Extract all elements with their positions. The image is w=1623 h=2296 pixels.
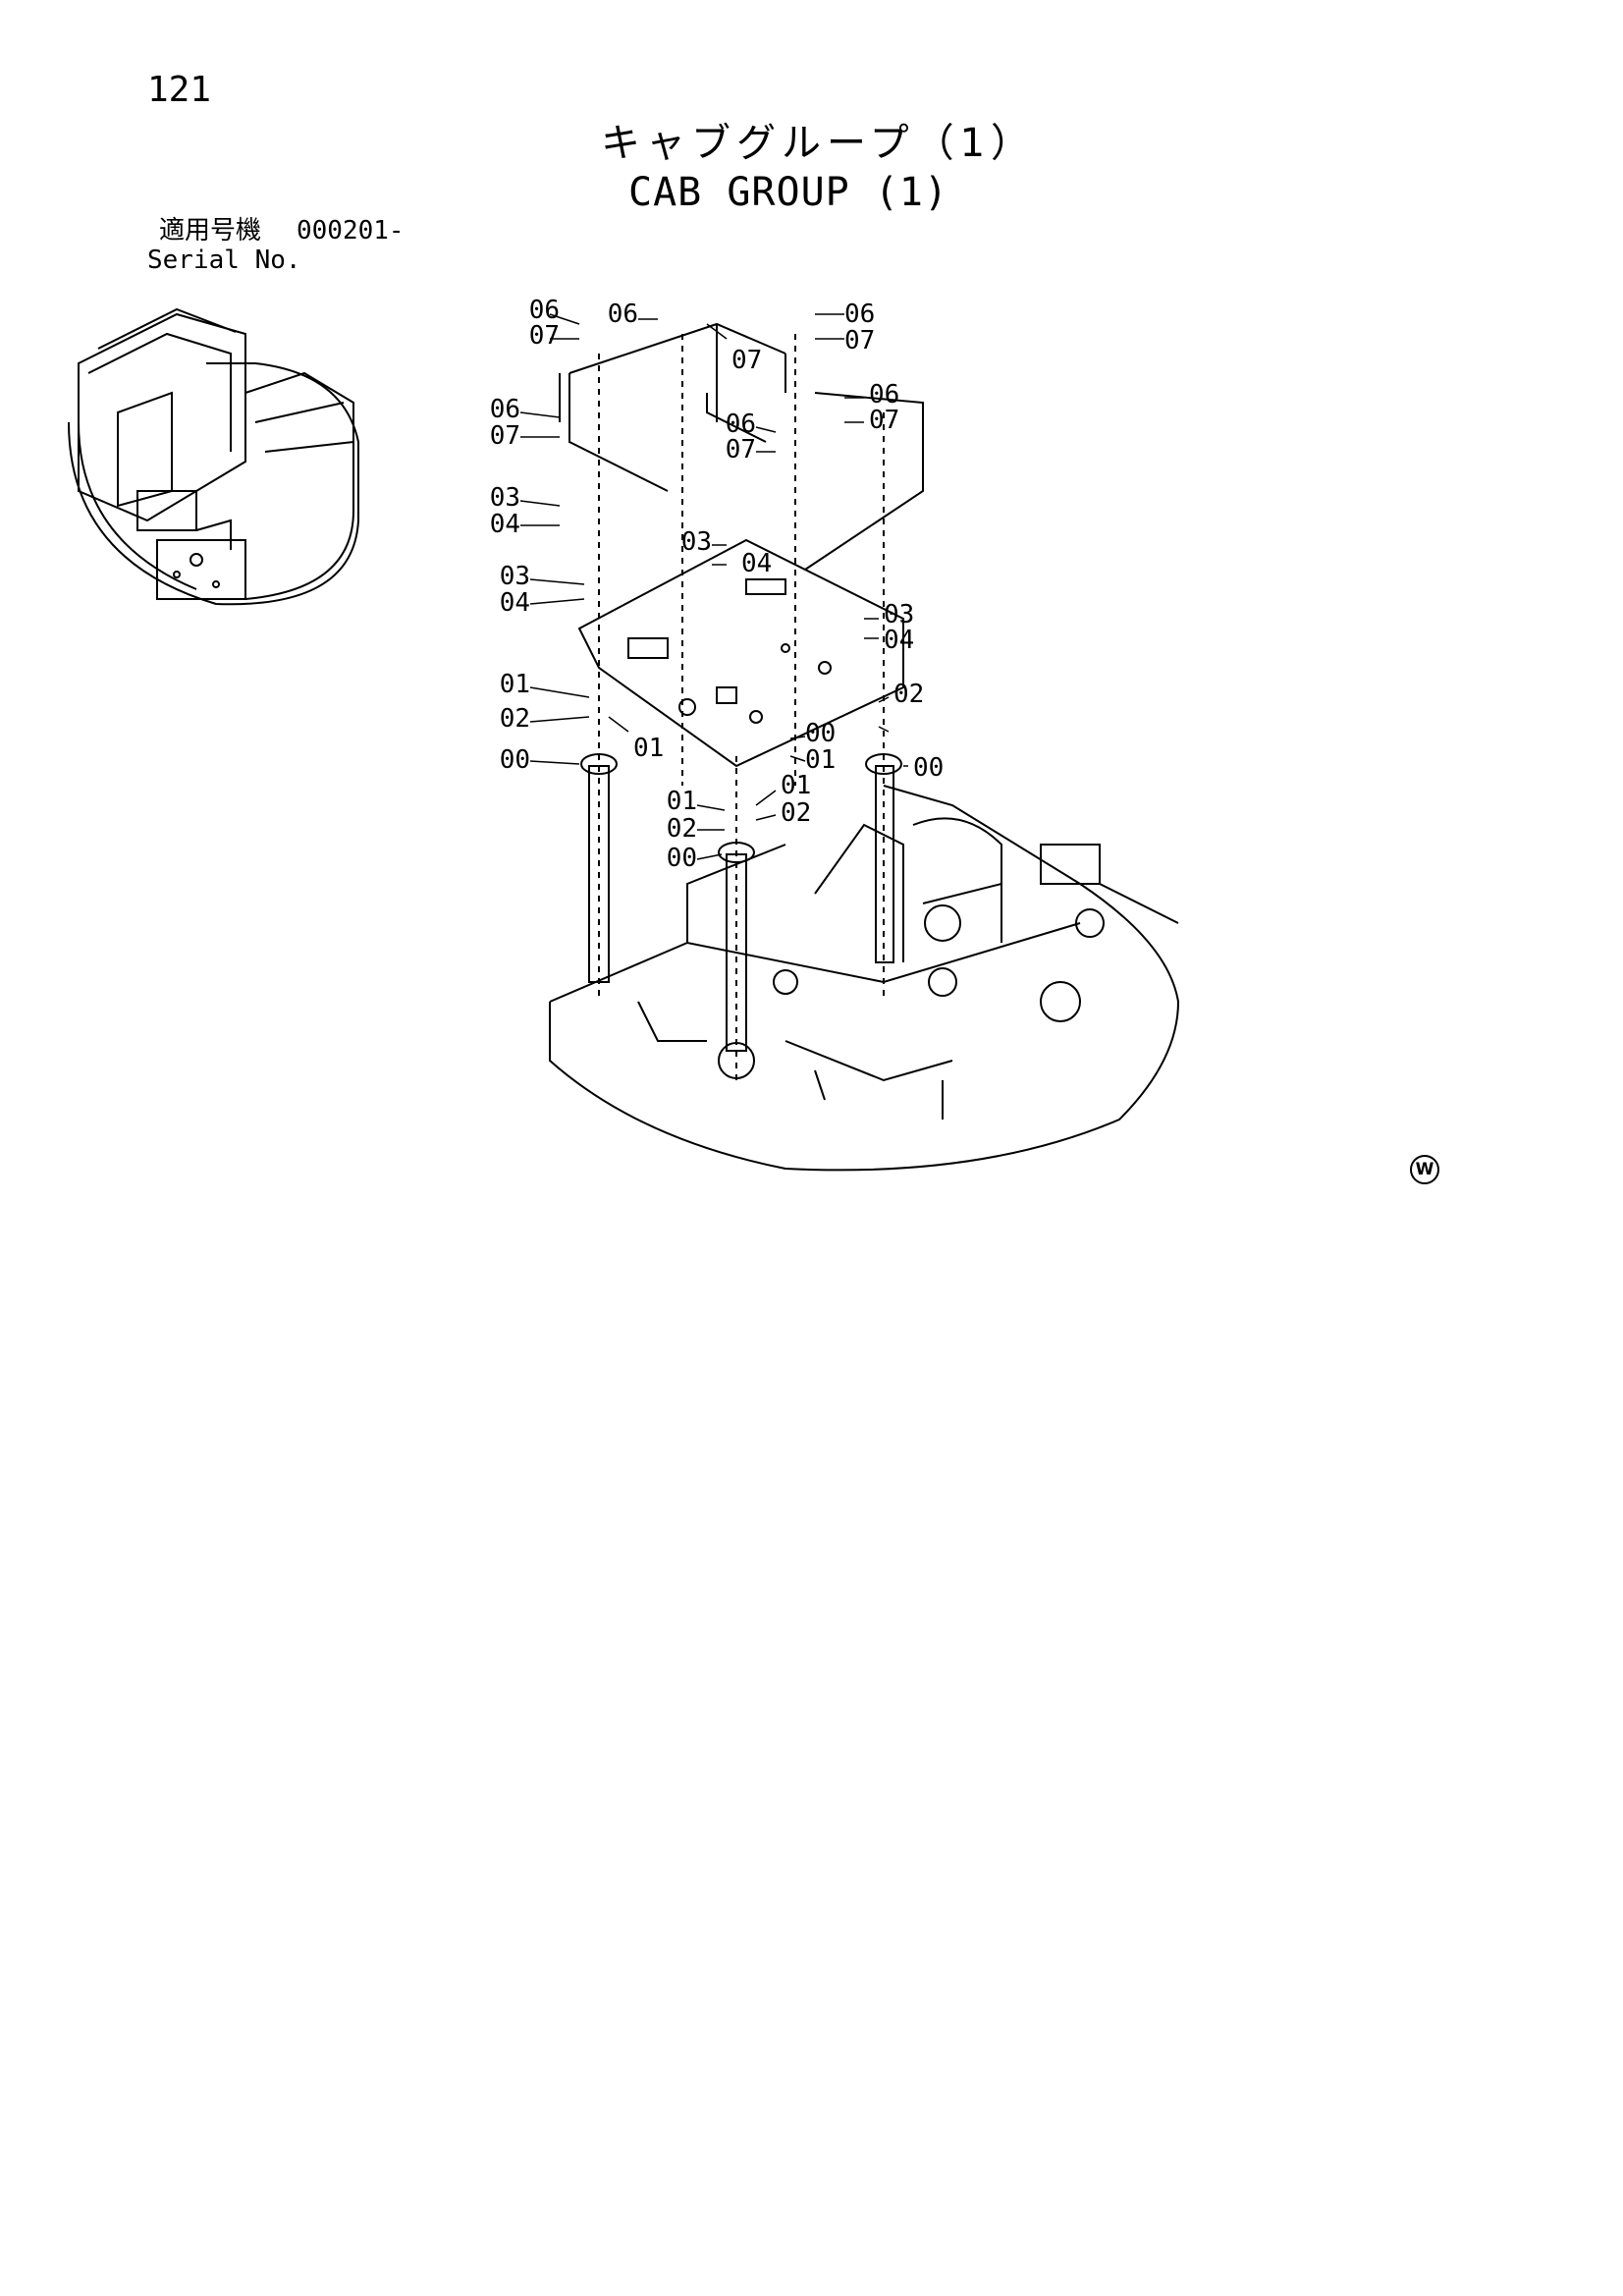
callout-label: 06 xyxy=(844,300,875,329)
callout-label: 07 xyxy=(844,326,875,355)
callout-label: 04 xyxy=(500,588,530,618)
callout-label: 04 xyxy=(491,510,520,539)
callout-label: 00 xyxy=(913,753,944,783)
serial-label-japanese: 適用号機 xyxy=(159,216,262,246)
callout-label: 07 xyxy=(726,435,756,465)
cab-mount-tubes xyxy=(580,753,902,1052)
cab-mount-columns xyxy=(598,334,885,1080)
serial-label-english: Serial No. xyxy=(147,246,301,275)
callout-label: 01 xyxy=(805,745,836,775)
callout-leaders xyxy=(519,313,908,860)
callout-label: 01 xyxy=(633,734,664,763)
callout-label: 02 xyxy=(500,704,530,734)
callout-label: 01 xyxy=(500,670,530,699)
cab-floor-plate xyxy=(577,538,904,768)
callout-label: 00 xyxy=(500,745,530,775)
callout-label: 07 xyxy=(491,421,520,451)
callout-label: 04 xyxy=(741,549,772,578)
page-title-japanese: キャブグループ（1） xyxy=(601,121,1037,166)
callout-label: 03 xyxy=(681,527,712,557)
serial-number-value: 000201- xyxy=(297,216,405,246)
exploded-view-diagram: 06 07 06 07 06 07 06 07 06 07 06 07 03 0… xyxy=(491,296,1180,1172)
callout-label: 00 xyxy=(667,844,697,873)
locator-thumbnail xyxy=(68,307,359,606)
page-number: 121 xyxy=(147,70,212,110)
callout-label: 07 xyxy=(529,321,560,351)
cab-shell-outline xyxy=(559,322,924,571)
callout-label: 06 xyxy=(608,300,638,329)
callout-label: 02 xyxy=(893,680,924,709)
callout-label: 02 xyxy=(781,798,811,828)
callout-label: 02 xyxy=(667,814,697,844)
callout-label: 01 xyxy=(667,787,697,816)
page-title-english: CAB GROUP (1) xyxy=(628,170,949,215)
upper-frame-outline xyxy=(549,785,1180,1172)
w-mark-symbol: W xyxy=(1410,1155,1439,1184)
callout-label: 03 xyxy=(884,600,914,629)
callout-label: 06 xyxy=(726,410,756,439)
callout-label: 06 xyxy=(491,395,520,424)
callout-label: 03 xyxy=(500,562,530,591)
callout-label: 03 xyxy=(491,483,520,513)
callout-label: 04 xyxy=(884,626,914,655)
callout-label: 07 xyxy=(731,346,762,375)
callout-label: 06 xyxy=(869,380,899,410)
callout-label: 07 xyxy=(869,406,899,435)
callout-labels: 06 07 06 07 06 07 06 07 06 07 06 07 03 0… xyxy=(491,296,944,873)
callout-label: 01 xyxy=(781,771,811,800)
callout-label: 06 xyxy=(529,296,560,325)
callout-label: 00 xyxy=(805,719,836,748)
